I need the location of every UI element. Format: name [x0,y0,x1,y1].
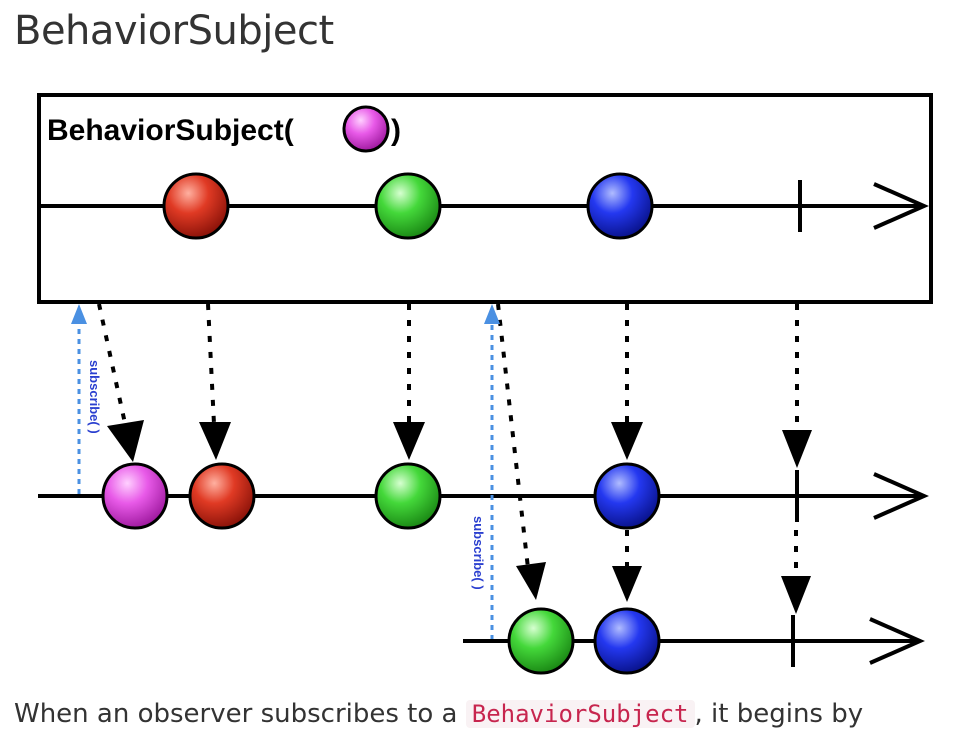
observer-2-blue-marble [593,607,661,675]
source-blue-marble [586,172,654,240]
caption-after: , it begins by [694,699,864,729]
observer-1-subscribe-arrowhead [71,304,87,324]
subject-label: BehaviorSubject( [47,114,294,147]
source-red-marble [162,172,230,240]
caption-before: When an observer subscribes to a [14,699,458,729]
observer-2-subscribe-arrowhead [484,304,500,324]
emission-arrows-observer-1 [97,303,799,430]
emission-arrowheads-observer-1 [107,420,812,468]
caption-text: When an observer subscribes to a Behavio… [14,696,863,732]
source-green-marble [374,172,442,240]
emission-arrows-observer-2 [496,303,798,576]
observer-1-green-marble [374,462,442,530]
source-timeline-arrowhead [873,182,929,230]
observer-1-red-marble [188,462,256,530]
observer-2-subscribe-label: subscribe( ) [471,516,486,590]
subject-label-close: ) [391,114,401,147]
observer-1-blue-marble [593,462,661,530]
page-title: BehaviorSubject [14,8,334,54]
observer-1-timeline-arrowhead [873,472,929,520]
observer-2-timeline-arrowhead [869,617,925,665]
marble-diagram: BehaviorSubject( ) subscribe( ) [37,93,933,675]
observer-1-magenta-marble [101,462,169,530]
emission-arrowheads-observer-2 [516,562,811,614]
initial-value-marble [342,105,390,153]
observer-1-subscribe-label: subscribe( ) [87,360,102,434]
observer-2-green-marble [507,607,575,675]
caption-code: BehaviorSubject [465,700,695,728]
